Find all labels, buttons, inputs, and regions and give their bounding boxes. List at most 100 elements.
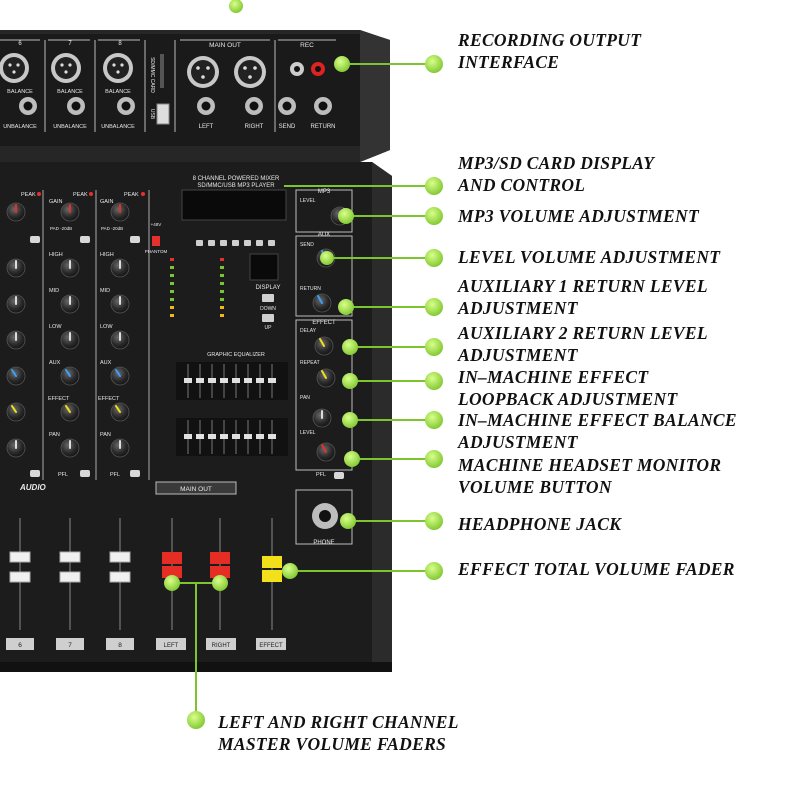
- unbalance-label-8: UNBALANCE: [101, 124, 135, 130]
- callout-level-volume: LEVEL VOLUME ADJUSTMENT: [458, 247, 721, 267]
- effect-label-7: EFFECT: [48, 396, 70, 402]
- callout-dots: [164, 0, 443, 729]
- right-section-frames: [295, 189, 353, 545]
- balance-label-7: BALANCE: [57, 89, 83, 95]
- peak-label-7: PEAK: [73, 192, 88, 198]
- effect-level-label: LEVEL: [300, 430, 316, 436]
- effect-fader-cap: [262, 556, 282, 582]
- down-label: DOWN: [260, 306, 276, 312]
- phantom-switch: [152, 236, 160, 246]
- effect-pfl-label: PFL: [316, 472, 326, 478]
- rear-ch7-label: 7: [68, 41, 72, 47]
- unbalance-label-6: UNBALANCE: [3, 124, 37, 130]
- mp3-section-label: MP3: [318, 189, 331, 195]
- up-label: UP: [265, 325, 273, 331]
- gain-label-8: GAIN: [100, 199, 113, 205]
- main-out-fader-box: [155, 481, 237, 495]
- level-meters: [170, 258, 224, 317]
- rear-ch8-label: 8: [118, 41, 122, 47]
- pan-label-7: PAN: [49, 432, 60, 438]
- master-faders-caps: [162, 552, 230, 578]
- fader-label-left: LEFT: [164, 643, 179, 649]
- mid-label-8: MID: [100, 288, 110, 294]
- mixer-title-2: SD/MMC/USB MP3 PLAYER: [197, 183, 275, 189]
- low-label-7: LOW: [49, 324, 62, 330]
- rear-return-label: RETURN: [311, 124, 336, 130]
- callout-lines: [172, 0, 434, 720]
- plus48v-label: +48V: [151, 222, 162, 227]
- rec-label: REC: [300, 42, 314, 49]
- pad-label-8: PAD -20dB: [101, 226, 123, 231]
- xlr-sockets: [0, 53, 266, 88]
- fader-label-6: 6: [18, 642, 22, 649]
- graphic-eq-label: GRAPHIC EQUALIZER: [207, 352, 265, 358]
- callout-headphone-jack: HEADPHONE JACK: [458, 514, 622, 534]
- fader-label-right: RIGHT: [212, 643, 231, 649]
- sd-card-slot: [160, 54, 164, 88]
- delay-label: DELAY: [300, 328, 317, 334]
- channel-strips: [42, 190, 150, 480]
- callout-effect-total-fader: EFFECT TOTAL VOLUME FADER: [458, 559, 735, 579]
- rear-ch6-label: 6: [18, 41, 22, 47]
- effect-section-label: EFFECT: [312, 320, 336, 326]
- quarter-inch-jacks: [19, 97, 332, 115]
- fader-label-7: 7: [68, 642, 72, 649]
- rear-left-label: LEFT: [199, 124, 214, 130]
- phantom-label: PHANTOM: [145, 249, 168, 254]
- aux-return-label: RETURN: [300, 286, 321, 292]
- aux-section-label: AUX: [318, 232, 330, 238]
- mp3-transport-buttons: [196, 240, 275, 246]
- mixer-title-1: 8 CHANNEL POWERED MIXER: [193, 176, 280, 182]
- eq-display-screen: [249, 253, 279, 281]
- repeat-label: REPEAT: [300, 360, 320, 366]
- balance-label-8: BALANCE: [105, 89, 131, 95]
- rear-right-label: RIGHT: [245, 124, 264, 130]
- pan-label-8: PAN: [100, 432, 111, 438]
- mid-label-7: MID: [49, 288, 59, 294]
- display-label: DISPLAY: [256, 285, 281, 291]
- low-label-8: LOW: [100, 324, 113, 330]
- strip-knobs: [6, 202, 140, 477]
- balance-label-6: BALANCE: [7, 89, 33, 95]
- phone-section-label: PHONE: [313, 540, 334, 546]
- mp3-level-label: LEVEL: [300, 198, 316, 204]
- unbalance-label-7: UNBALANCE: [53, 124, 87, 130]
- high-label-7: HIGH: [49, 252, 63, 258]
- fader-bottom-labels: [6, 638, 286, 650]
- callout-mp3-volume: MP3 VOLUME ADJUSTMENT: [458, 206, 699, 226]
- mixer-body: [0, 162, 392, 668]
- usb-port: [156, 103, 170, 125]
- rear-send-label: SEND: [279, 124, 296, 130]
- audio-brand-text: AUDIO: [19, 483, 47, 492]
- aux-label-7: AUX: [49, 360, 61, 366]
- aux-label-8: AUX: [100, 360, 112, 366]
- display-buttons: [262, 294, 274, 322]
- peak-label-8: PEAK: [124, 192, 139, 198]
- fader-label-8: 8: [118, 642, 122, 649]
- eq-slider-caps: [184, 378, 276, 439]
- pad-label-7: PAD -20dB: [50, 226, 72, 231]
- gain-label-7: GAIN: [49, 199, 62, 205]
- main-out-fader-label: MAIN OUT: [180, 486, 212, 493]
- peak-label-6: PEAK: [21, 192, 36, 198]
- main-out-rear-label: MAIN OUT: [209, 42, 241, 49]
- aux-send-label: SEND: [300, 242, 314, 248]
- mp3-display-screen: [181, 189, 287, 221]
- fader-label-effect: EFFECT: [259, 643, 283, 649]
- rear-channel-inputs: [0, 39, 336, 132]
- pfl-label-7: PFL: [58, 472, 68, 478]
- usb-label: USB: [149, 109, 155, 120]
- sd-card-label: SD/MMC CARD: [149, 57, 155, 93]
- high-label-8: HIGH: [100, 252, 114, 258]
- effect-pan-label: PAN: [300, 395, 310, 401]
